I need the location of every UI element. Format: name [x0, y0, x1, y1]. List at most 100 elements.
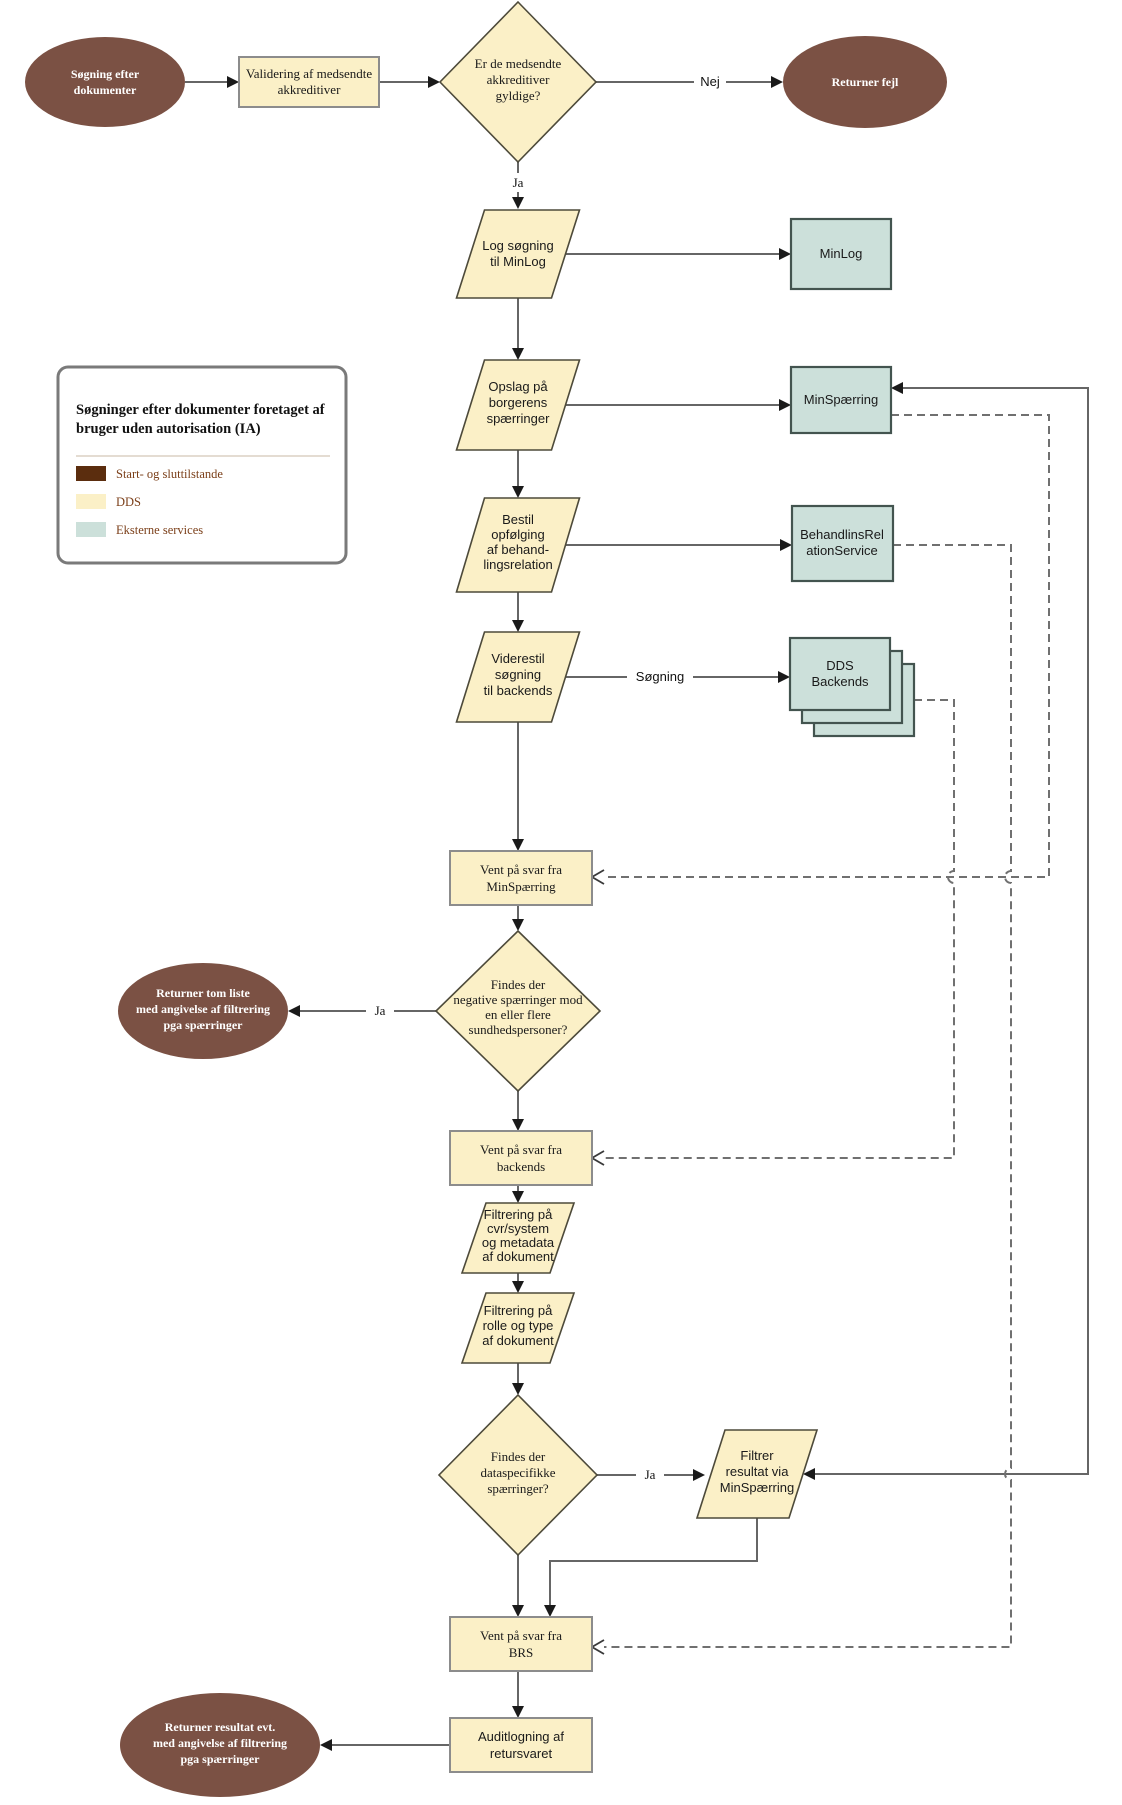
svg-text:Backends: Backends — [811, 674, 869, 689]
edge-minspaerring-filter-loop — [815, 387, 1089, 1475]
decision-negative-blocks: Findes der negative spærringer mod en el… — [434, 929, 602, 1093]
log-search-step: Log søgning til MinLog — [455, 209, 581, 299]
svg-text:Vent på svar fra: Vent på svar fra — [480, 1628, 562, 1643]
svg-text:Returner tom liste: Returner tom liste — [156, 986, 250, 1000]
legend: Søgninger efter dokumenter foretaget af … — [56, 365, 348, 565]
edge-brs-response — [604, 544, 1012, 1648]
minspaerring-service: MinSpærring — [789, 365, 893, 435]
edge-labels: Nej Ja Søgning Ja Ja — [366, 71, 726, 1484]
start-node-label: Søgning efter — [71, 67, 140, 81]
empty-list-end-node: Returner tom liste med angivelse af filt… — [118, 963, 288, 1059]
legend-swatch-external — [76, 522, 106, 537]
svg-text:MinSpærring: MinSpærring — [486, 879, 556, 894]
wait-backends-step: Vent på svar fra backends — [449, 1130, 593, 1186]
filter-via-minspaerring-step: Filtrer resultat via MinSpærring — [695, 1429, 819, 1519]
audit-log-step: Auditlogning af retursvaret — [449, 1717, 593, 1773]
edge-backends-response — [604, 699, 955, 1159]
wait-minspaerring-step: Vent på svar fra MinSpærring — [449, 850, 593, 906]
svg-text:lingsrelation: lingsrelation — [483, 557, 552, 572]
svg-text:gyldige?: gyldige? — [496, 88, 541, 103]
svg-text:Opslag på: Opslag på — [488, 379, 548, 394]
legend-swatch-dds — [76, 494, 106, 509]
svg-text:af behand-: af behand- — [487, 542, 549, 557]
edge-label-ja-negative: Ja — [375, 1003, 386, 1018]
svg-text:en eller flere: en eller flere — [485, 1007, 551, 1022]
edge-minspaerring-response — [604, 414, 1050, 878]
filter-cvr-step: Filtrering på cvr/system og metadata af … — [460, 1202, 576, 1274]
order-treatment-relation-step: Bestil opfølging af behand- lingsrelatio… — [455, 497, 581, 593]
svg-text:Er de medsendte: Er de medsendte — [475, 56, 562, 71]
svg-text:spærringer: spærringer — [487, 411, 551, 426]
svg-text:MinSpærring: MinSpærring — [804, 392, 878, 407]
svg-text:Returner fejl: Returner fejl — [832, 75, 899, 89]
edges-solid — [185, 76, 1089, 1751]
svg-text:cvr/system: cvr/system — [487, 1221, 549, 1236]
decision-credentials-valid: Er de medsendte akkreditiver gyldige? — [438, 0, 598, 164]
svg-text:med angivelse af filtrering: med angivelse af filtrering — [136, 1002, 270, 1016]
svg-text:pga spærringer: pga spærringer — [181, 1752, 261, 1766]
dds-backends-service: DDS Backends — [788, 636, 916, 738]
svg-text:dataspecifikke: dataspecifikke — [480, 1465, 555, 1480]
svg-text:bruger uden autorisation (IA): bruger uden autorisation (IA) — [76, 421, 261, 437]
svg-text:Findes der: Findes der — [491, 977, 546, 992]
svg-text:backends: backends — [497, 1159, 545, 1174]
svg-text:opfølging: opfølging — [491, 527, 544, 542]
decision-data-specific-blocks: Findes der dataspecifikke spærringer? — [437, 1393, 599, 1557]
legend-title: Søgninger efter dokumenter foretaget af — [76, 402, 325, 418]
svg-text:Bestil: Bestil — [502, 512, 534, 527]
forward-search-step: Viderestil søgning til backends — [455, 631, 581, 723]
svg-text:Filtrering på: Filtrering på — [484, 1303, 553, 1318]
svg-text:Filtrering på: Filtrering på — [484, 1207, 553, 1222]
svg-text:borgerens: borgerens — [489, 395, 548, 410]
svg-text:og metadata: og metadata — [482, 1235, 555, 1250]
svg-text:med angivelse af filtrering: med angivelse af filtrering — [153, 1736, 287, 1750]
svg-text:BehandlinsRel: BehandlinsRel — [800, 527, 884, 542]
svg-text:negative spærringer mod: negative spærringer mod — [453, 992, 583, 1007]
svg-text:Log søgning: Log søgning — [482, 238, 554, 253]
result-end-node: Returner resultat evt. med angivelse af … — [120, 1693, 320, 1797]
svg-text:spærringer?: spærringer? — [487, 1481, 549, 1496]
svg-text:akkreditiver: akkreditiver — [278, 82, 341, 97]
svg-text:Viderestil: Viderestil — [491, 651, 544, 666]
svg-text:rolle og type: rolle og type — [483, 1318, 554, 1333]
svg-text:til backends: til backends — [484, 683, 553, 698]
validate-step: Validering af medsendte akkreditiver — [238, 56, 380, 108]
svg-text:DDS: DDS — [826, 658, 854, 673]
svg-text:BRS: BRS — [509, 1645, 534, 1660]
svg-text:Vent på svar fra: Vent på svar fra — [480, 1142, 562, 1157]
svg-text:Validering af medsendte: Validering af medsendte — [246, 66, 373, 81]
svg-text:Filtrer: Filtrer — [740, 1448, 774, 1463]
edge-label-ja-dataspecific: Ja — [645, 1467, 656, 1482]
svg-text:Vent på svar fra: Vent på svar fra — [480, 862, 562, 877]
edge-label-ja-credentials: Ja — [513, 175, 524, 190]
svg-text:dokumenter: dokumenter — [74, 83, 137, 97]
legend-item-start-end: Start- og sluttilstande — [116, 467, 223, 481]
svg-text:pga spærringer: pga spærringer — [164, 1018, 244, 1032]
svg-text:af dokument: af dokument — [482, 1333, 554, 1348]
behandlingsrelation-service: BehandlinsRel ationService — [790, 504, 895, 583]
legend-item-dds: DDS — [116, 495, 141, 509]
svg-text:MinLog: MinLog — [820, 246, 863, 261]
edge-label-soegning: Søgning — [636, 669, 684, 684]
legend-swatch-start-end — [76, 466, 106, 481]
svg-text:MinSpærring: MinSpærring — [720, 1480, 794, 1495]
svg-text:ationService: ationService — [806, 543, 878, 558]
legend-item-external: Eksterne services — [116, 523, 203, 537]
svg-text:Returner resultat evt.: Returner resultat evt. — [165, 1720, 276, 1734]
svg-text:resultat via: resultat via — [726, 1464, 790, 1479]
svg-text:Auditlogning af: Auditlogning af — [478, 1729, 564, 1744]
edge-label-nej: Nej — [700, 74, 720, 89]
error-end-node: Returner fejl — [783, 36, 947, 128]
svg-text:retursvaret: retursvaret — [490, 1746, 553, 1761]
svg-text:Findes der: Findes der — [491, 1449, 546, 1464]
lookup-blocks-step: Opslag på borgerens spærringer — [455, 359, 581, 451]
svg-text:til MinLog: til MinLog — [490, 254, 546, 269]
wait-brs-step: Vent på svar fra BRS — [449, 1616, 593, 1672]
svg-text:af dokument: af dokument — [482, 1249, 554, 1264]
svg-text:akkreditiver: akkreditiver — [487, 72, 550, 87]
minlog-service: MinLog — [789, 217, 893, 291]
svg-text:sundhedspersoner?: sundhedspersoner? — [469, 1022, 568, 1037]
svg-text:søgning: søgning — [495, 667, 541, 682]
